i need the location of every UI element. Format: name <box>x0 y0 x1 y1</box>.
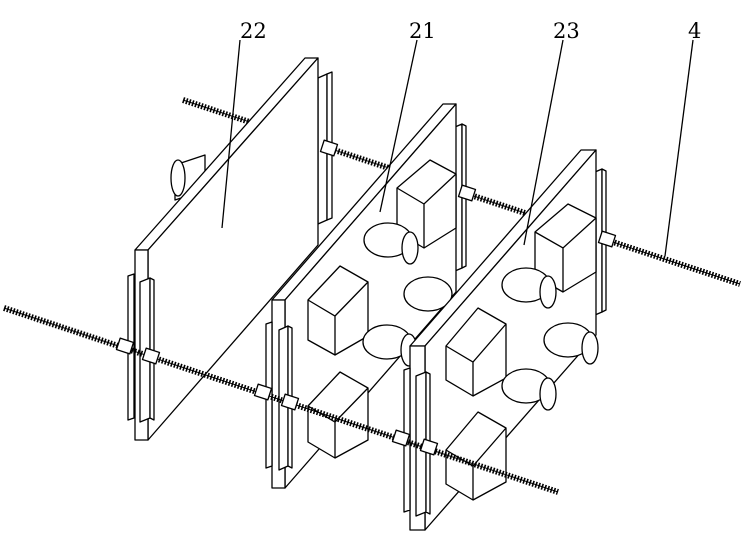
leader-lines <box>221 39 694 257</box>
panel-21 <box>265 103 467 489</box>
upper-rod-nuts <box>319 139 617 248</box>
label-21: 21 <box>409 19 436 43</box>
label-22: 22 <box>240 19 267 43</box>
lower-lead-screw <box>3 305 559 495</box>
panel-23 <box>403 149 607 531</box>
label-23: 23 <box>553 19 580 43</box>
label-4: 4 <box>688 19 701 43</box>
panel-22 <box>127 57 333 441</box>
